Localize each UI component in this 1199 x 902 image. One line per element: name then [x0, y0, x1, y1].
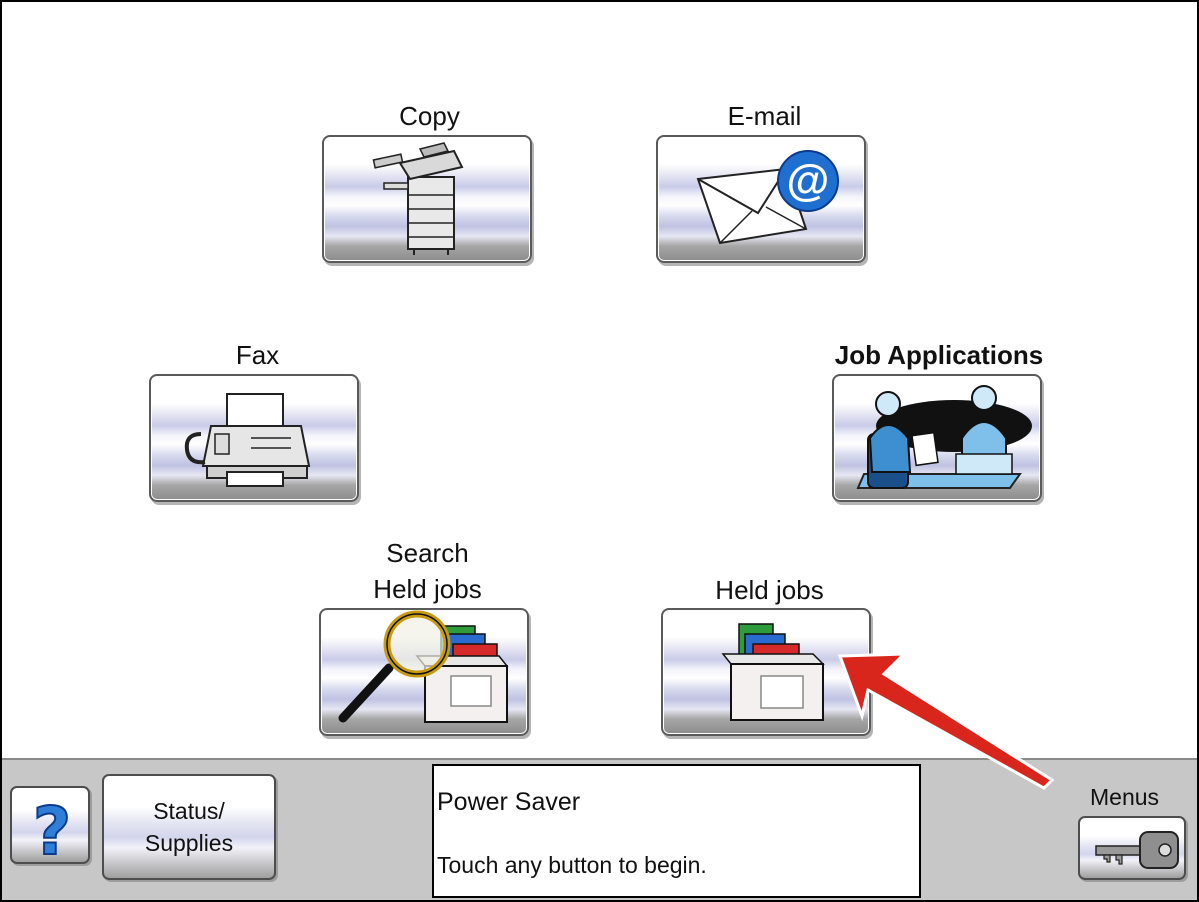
copier-icon [372, 142, 464, 255]
interview-icon [856, 385, 1032, 489]
copy-button[interactable] [322, 135, 532, 263]
menus-button[interactable] [1078, 816, 1186, 880]
message-line-2: Touch any button to begin. [437, 852, 707, 878]
email-label: E-mail [727, 101, 802, 131]
held-jobs-label: Held jobs [715, 575, 824, 605]
status-supplies-label: Status/ Supplies [144, 798, 234, 856]
job-applications-button[interactable] [832, 374, 1042, 502]
message-line-1: Power Saver [437, 788, 581, 816]
key-icon [1095, 831, 1179, 869]
svg-text:?: ? [33, 793, 71, 866]
bottom-bar: ? Status/ Supplies Power Saver Touch any… [2, 758, 1197, 900]
search-held-jobs-button[interactable] [319, 608, 529, 736]
menus-label: Menus [1090, 784, 1160, 810]
magnifier-folders-icon [338, 610, 509, 723]
fax-machine-icon [184, 393, 311, 487]
fax-label: Fax [235, 340, 280, 370]
folder-box-icon [721, 623, 825, 721]
status-supplies-button[interactable]: Status/ Supplies [102, 774, 276, 880]
copy-label: Copy [399, 101, 460, 131]
email-button[interactable]: @ [656, 135, 866, 263]
held-jobs-button[interactable] [661, 608, 871, 736]
svg-text:@: @ [787, 156, 830, 205]
status-message-box: Power Saver Touch any button to begin. [432, 764, 921, 898]
job-applications-label: Job Applications [834, 340, 1044, 370]
question-mark-icon: ? [32, 792, 72, 871]
search-held-jobs-label: Search Held jobs [373, 538, 482, 604]
envelope-at-icon: @ [696, 150, 839, 245]
fax-button[interactable] [149, 374, 359, 502]
help-button[interactable]: ? [10, 786, 90, 871]
